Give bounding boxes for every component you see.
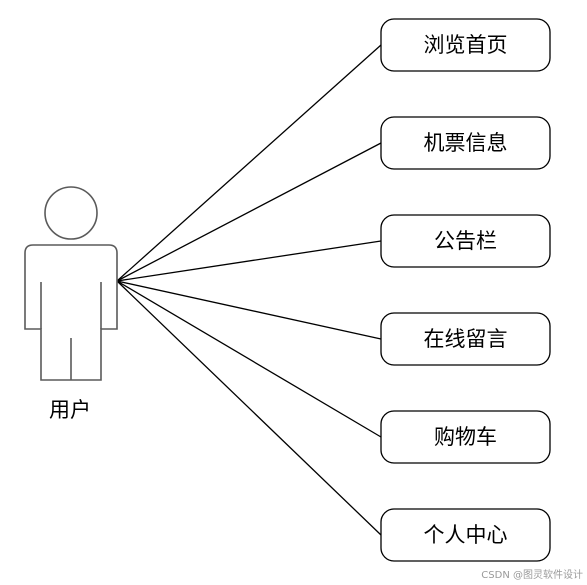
- use-case-label: 浏览首页: [424, 33, 508, 57]
- association-lines: [116, 44, 382, 536]
- association-line-3: [116, 240, 382, 282]
- use-case-box: [380, 116, 551, 170]
- actor: 用户: [24, 186, 118, 422]
- watermark-text: CSDN @图灵软件设计: [481, 568, 583, 581]
- actor-head: [44, 186, 98, 240]
- use-case-1: 浏览首页: [380, 18, 551, 72]
- use-case-label: 在线留言: [424, 327, 508, 351]
- use-case-box: [380, 508, 551, 562]
- association-line-1: [116, 44, 382, 282]
- association-line-5: [116, 280, 382, 438]
- user-actor-icon: [24, 186, 118, 381]
- use-case-label: 公告栏: [434, 229, 497, 253]
- use-case-3: 公告栏: [380, 214, 551, 268]
- use-case-6: 个人中心: [380, 508, 551, 562]
- use-case-5: 购物车: [380, 410, 551, 464]
- association-line-4: [116, 280, 382, 340]
- use-case-box: [380, 18, 551, 72]
- association-line-2: [116, 142, 382, 282]
- use-case-box: [380, 312, 551, 366]
- use-case-box: [380, 410, 551, 464]
- use-case-label: 购物车: [434, 425, 497, 449]
- association-line-6: [116, 280, 382, 536]
- use-case-label: 机票信息: [424, 131, 508, 155]
- use-case-label: 个人中心: [424, 523, 508, 547]
- use-case-2: 机票信息: [380, 116, 551, 170]
- use-case-4: 在线留言: [380, 312, 551, 366]
- use-case-box: [380, 214, 551, 268]
- actor-body: [24, 244, 118, 381]
- actor-label: 用户: [49, 398, 91, 422]
